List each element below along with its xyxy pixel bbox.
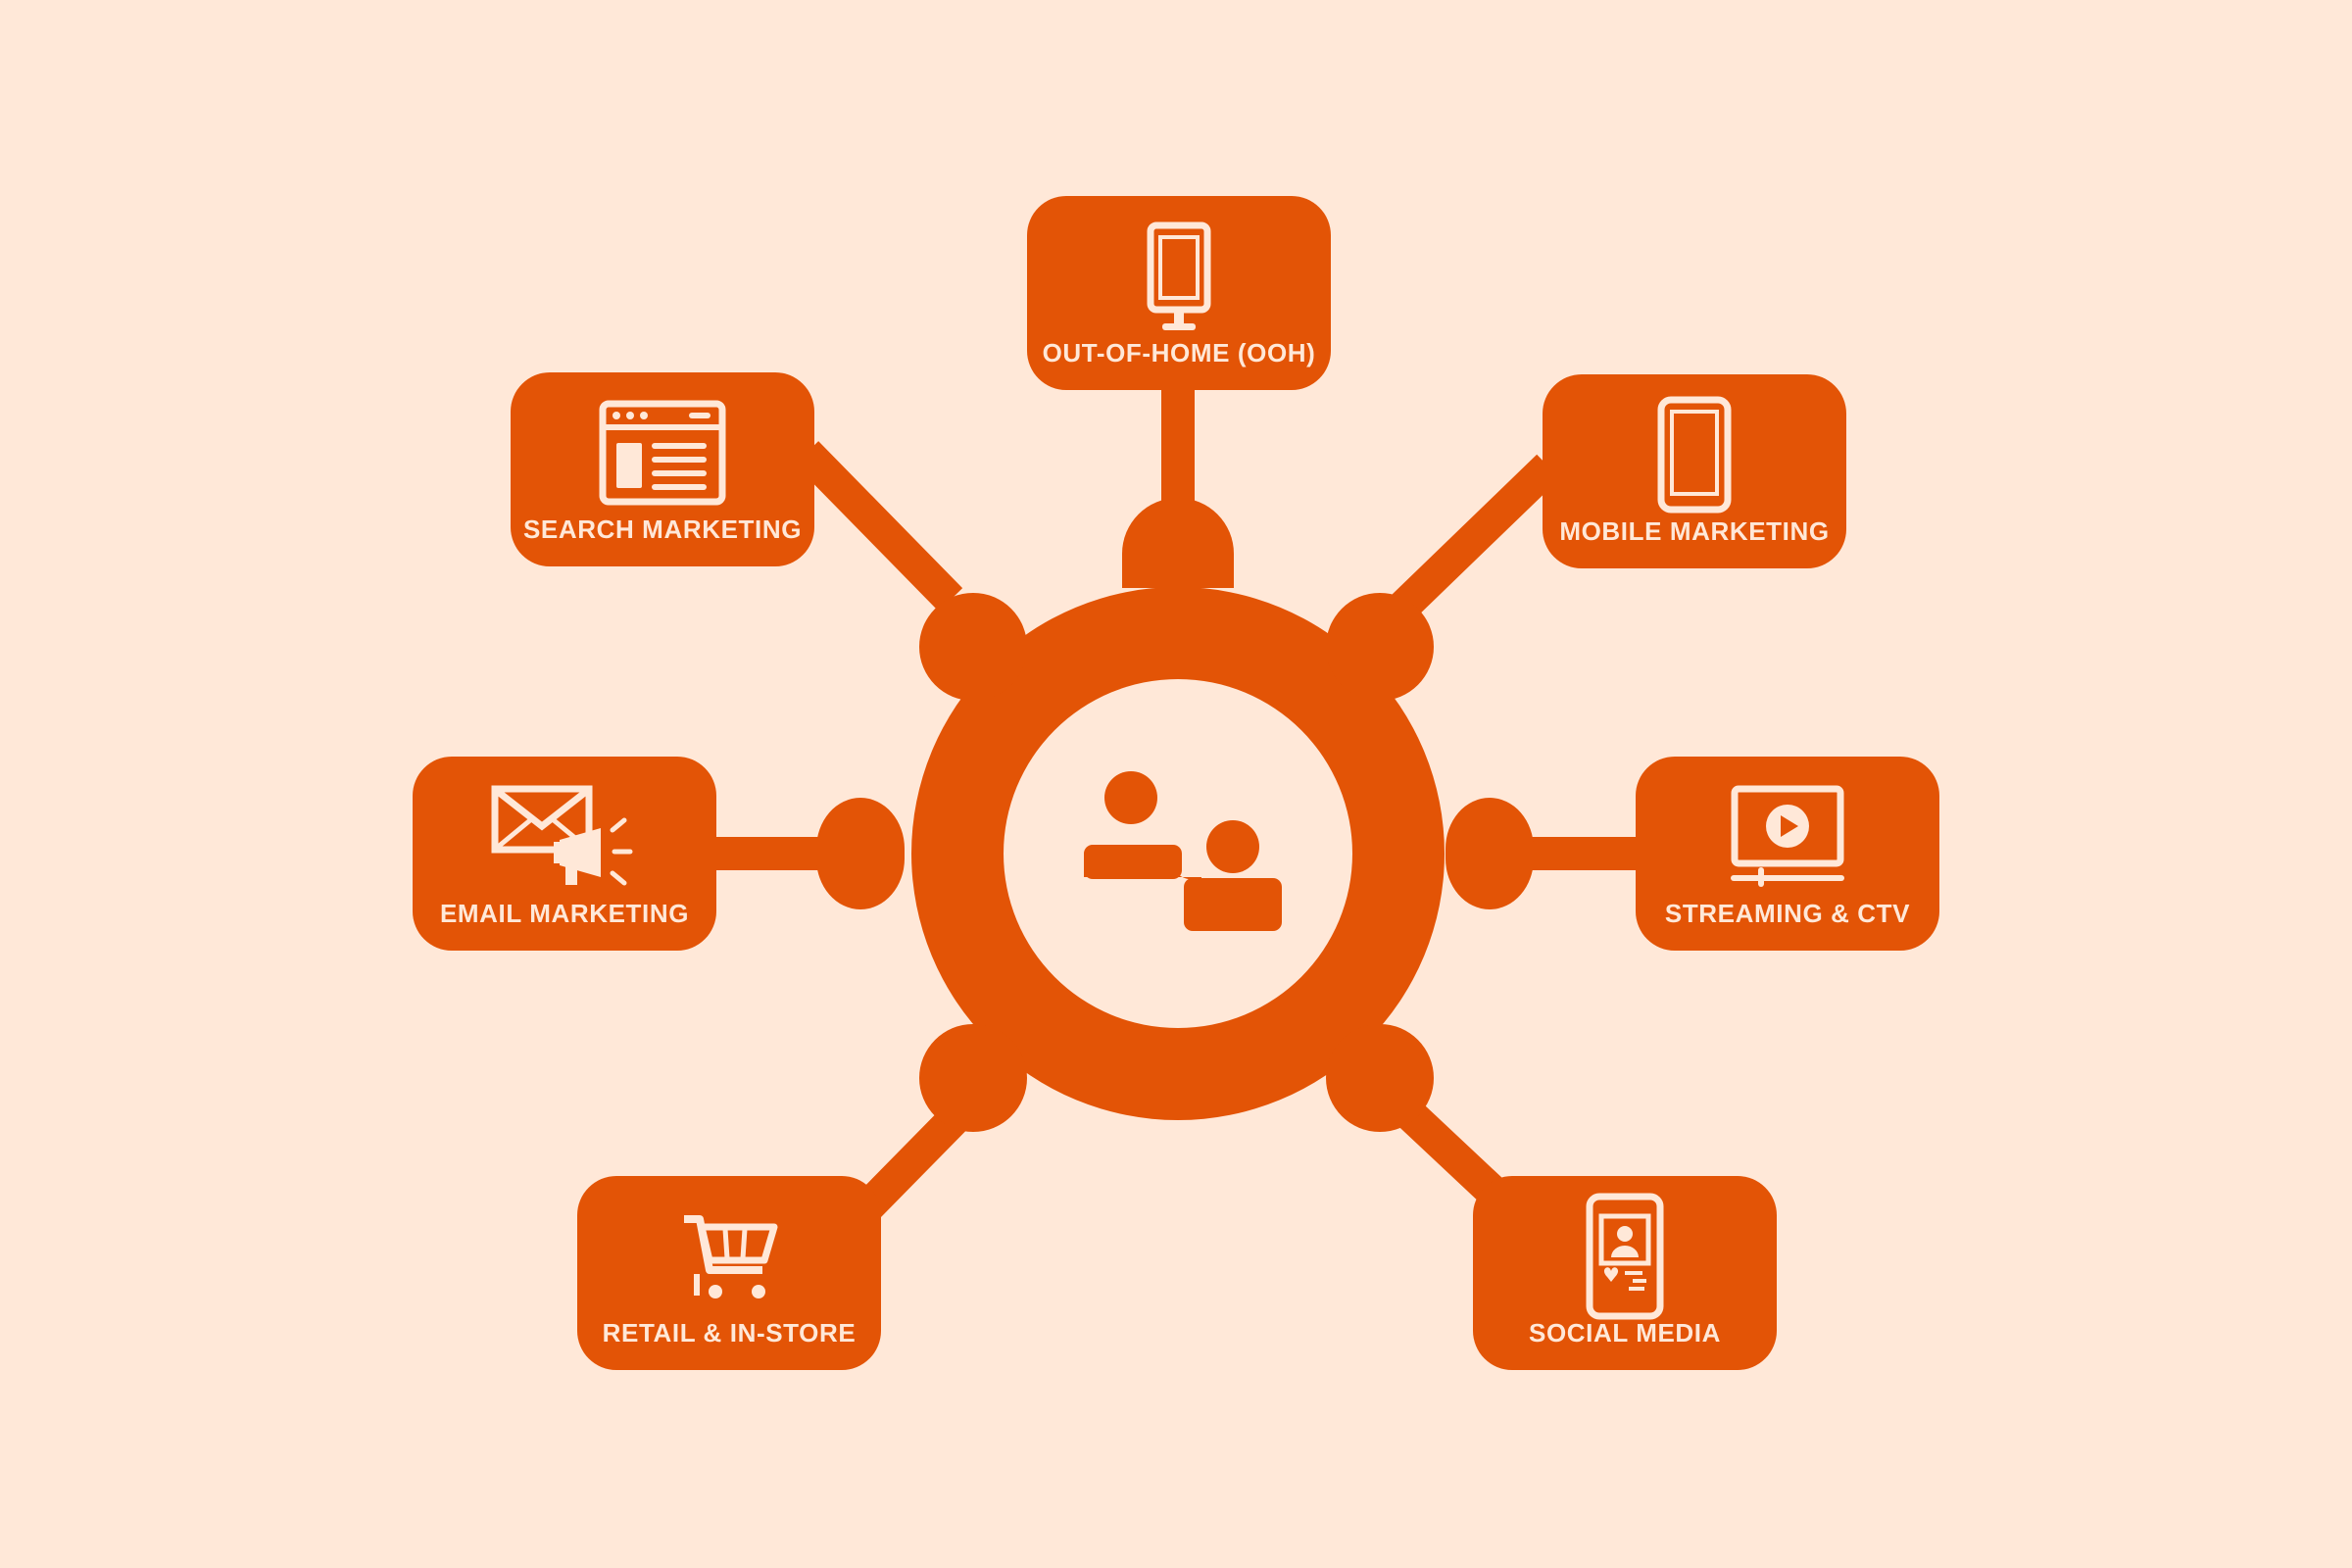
channel-email[interactable]: EMAIL MARKETING (413, 757, 716, 951)
channel-label: STREAMING & CTV (1664, 899, 1911, 928)
channel-mobile[interactable]: MOBILE MARKETING (1543, 374, 1846, 568)
two-people-icon (1084, 771, 1282, 931)
channel-ooh[interactable]: OUT-OF-HOME (OOH) (1027, 196, 1331, 390)
tablet-icon (1543, 392, 1846, 517)
video-player-icon (1636, 774, 1939, 900)
channel-search[interactable]: SEARCH MARKETING (511, 372, 814, 566)
shopping-cart-icon (577, 1194, 881, 1319)
channel-label: MOBILE MARKETING (1559, 516, 1830, 546)
channel-streaming[interactable]: STREAMING & CTV (1636, 757, 1939, 951)
social-profile-phone-icon (1473, 1193, 1777, 1320)
channel-label: SEARCH MARKETING (522, 514, 803, 544)
channel-label: RETAIL & IN-STORE (602, 1318, 857, 1348)
channel-label: OUT-OF-HOME (OOH) (1042, 338, 1316, 368)
email-megaphone-icon (413, 774, 716, 900)
connector-search (794, 441, 963, 612)
channel-label: SOCIAL MEDIA (1529, 1318, 1721, 1348)
channel-retail[interactable]: RETAIL & IN-STORE (577, 1176, 881, 1370)
billboard-icon (1027, 214, 1331, 339)
channel-label: EMAIL MARKETING (439, 899, 690, 928)
hub-gear (816, 498, 1534, 1132)
channel-social[interactable]: SOCIAL MEDIA (1473, 1176, 1777, 1370)
browser-window-icon (511, 390, 814, 515)
